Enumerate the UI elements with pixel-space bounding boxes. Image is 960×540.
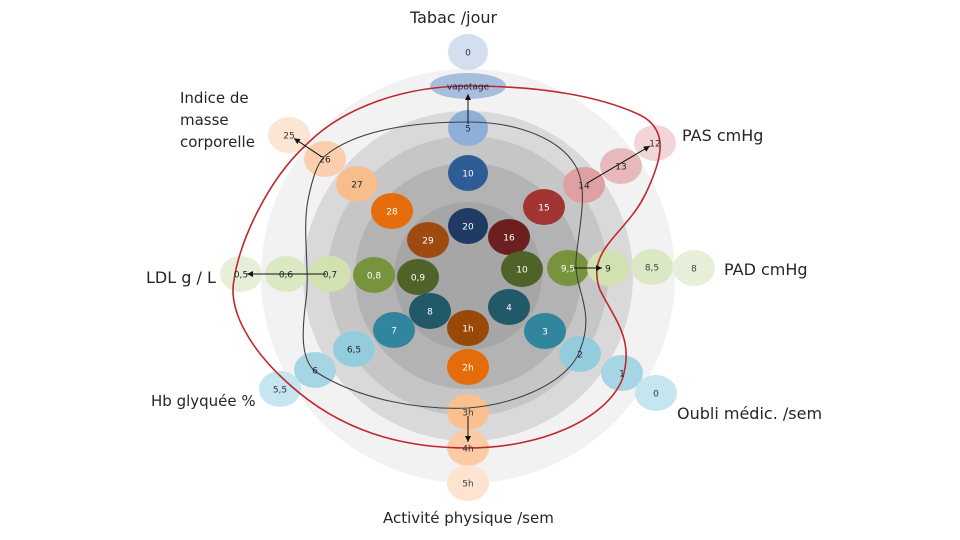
bubble-label-activite-4: 5h	[462, 480, 473, 490]
bubble-pas-1	[523, 189, 565, 225]
bubble-imc-3	[304, 141, 346, 177]
bubble-tabac-1	[448, 155, 488, 191]
bubble-label-hba1c-2: 6,5	[347, 346, 361, 356]
bubble-label-pas-3: 13	[615, 163, 626, 173]
bubble-hba1c-2	[333, 331, 375, 367]
bubble-label-imc-0: 29	[422, 237, 434, 247]
bubble-activite-1	[447, 349, 489, 385]
bubble-ldl-4	[220, 256, 262, 292]
bubble-label-activite-2: 3h	[462, 409, 473, 419]
bubble-label-ldl-2: 0,7	[323, 271, 337, 281]
bubble-label-tabac-0: 20	[462, 223, 474, 233]
bubble-tabac-0	[448, 208, 488, 244]
bubble-labels-layer: 20105vapotage0292827262516151413120,90,8…	[234, 49, 697, 490]
bubble-label-hba1c-0: 8	[427, 308, 433, 318]
bubble-label-ldl-0: 0,9	[411, 274, 426, 284]
bubble-hba1c-0	[409, 293, 451, 329]
bubble-pad-3	[631, 249, 673, 285]
arrows-layer	[247, 94, 651, 442]
bubble-label-imc-1: 28	[386, 208, 398, 218]
bubble-label-pas-4: 12	[649, 140, 660, 150]
arrow-pas	[587, 145, 651, 184]
bubble-pad-4	[673, 250, 715, 286]
bubble-oubli-0	[488, 289, 530, 325]
target-profile-curve	[232, 85, 661, 449]
bubble-label-oubli-4: 0	[653, 390, 659, 400]
bubble-label-pas-1: 15	[538, 204, 549, 214]
bubble-label-imc-2: 27	[351, 181, 362, 191]
axis-label-pad: PAD cmHg	[724, 260, 808, 279]
bubble-hba1c-4	[259, 371, 301, 407]
bubble-oubli-4	[635, 375, 677, 411]
bubble-tabac-4	[448, 34, 488, 70]
bubble-label-imc-3: 26	[319, 156, 331, 166]
bubble-label-oubli-0: 4	[506, 304, 512, 314]
axis-label-tabac: Tabac /jour	[410, 8, 498, 27]
bubble-label-tabac-3: vapotage	[447, 83, 490, 93]
bubble-pas-4	[634, 125, 676, 161]
axis-label-pas: PAS cmHg	[682, 126, 764, 145]
axis-label-imc-line-3: corporelle	[180, 132, 255, 151]
bubble-ldl-2	[309, 256, 351, 292]
bubble-pas-2	[563, 167, 605, 203]
bubble-label-ldl-4: 0,5	[234, 271, 248, 281]
axis-label-oubli: Oubli médic. /sem	[677, 404, 823, 423]
bubble-label-oubli-2: 2	[577, 351, 583, 361]
bubble-label-imc-4: 25	[283, 132, 294, 142]
bubble-ldl-0	[397, 259, 439, 295]
current-profile-curve	[302, 121, 587, 409]
bubble-label-pas-2: 14	[578, 182, 590, 192]
bubble-pad-0	[501, 251, 543, 287]
arrow-imc	[293, 137, 322, 158]
bubble-activite-4	[447, 465, 489, 501]
axis-label-ldl: LDL g / L	[146, 268, 216, 287]
axis-label-imc: Indice de masse corporelle	[180, 88, 255, 153]
bubble-ldl-1	[353, 257, 395, 293]
bubble-imc-2	[336, 166, 378, 202]
bubble-label-pad-4: 8	[691, 265, 697, 275]
bubble-oubli-1	[524, 313, 566, 349]
bubble-label-hba1c-3: 6	[312, 367, 318, 377]
bubble-label-activite-1: 2h	[462, 364, 473, 374]
bubble-label-pad-2: 9	[605, 265, 611, 275]
bubble-label-pad-0: 10	[516, 266, 528, 276]
bubble-hba1c-1	[373, 312, 415, 348]
bubble-hba1c-3	[294, 352, 336, 388]
bubble-label-pad-3: 8,5	[645, 264, 659, 274]
bubble-label-activite-3: 4h	[462, 445, 473, 455]
bubble-imc-0	[407, 222, 449, 258]
bubble-oubli-2	[559, 336, 601, 372]
axis-label-hba1c: Hb glyquée %	[151, 392, 256, 410]
bubble-tabac-2	[448, 110, 488, 146]
bubble-label-tabac-2: 5	[465, 125, 471, 135]
bubble-label-activite-0: 1h	[462, 325, 473, 335]
axis-label-activite: Activité physique /sem	[383, 509, 554, 527]
bubble-activite-0	[447, 310, 489, 346]
axis-label-imc-line-2: masse	[180, 110, 229, 129]
bubble-label-tabac-1: 10	[462, 170, 474, 180]
bubble-label-ldl-1: 0,8	[367, 272, 382, 282]
bubble-activite-2	[447, 394, 489, 430]
bubble-imc-1	[371, 193, 413, 229]
bubble-label-tabac-4: 0	[465, 49, 471, 59]
bubble-label-hba1c-1: 7	[391, 327, 397, 337]
bubble-label-ldl-3: 0,6	[279, 271, 294, 281]
bubble-label-oubli-3: 1	[619, 370, 625, 380]
bubble-label-hba1c-4: 5,5	[273, 386, 287, 396]
bubble-pas-0	[488, 219, 530, 255]
axis-label-imc-line-1: Indice de	[180, 89, 249, 107]
bubble-label-pas-0: 16	[503, 234, 515, 244]
bubble-label-oubli-1: 3	[542, 328, 548, 338]
bubble-pad-1	[547, 250, 589, 286]
bubble-oubli-3	[601, 355, 643, 391]
bubble-label-pad-1: 9,5	[561, 265, 575, 275]
